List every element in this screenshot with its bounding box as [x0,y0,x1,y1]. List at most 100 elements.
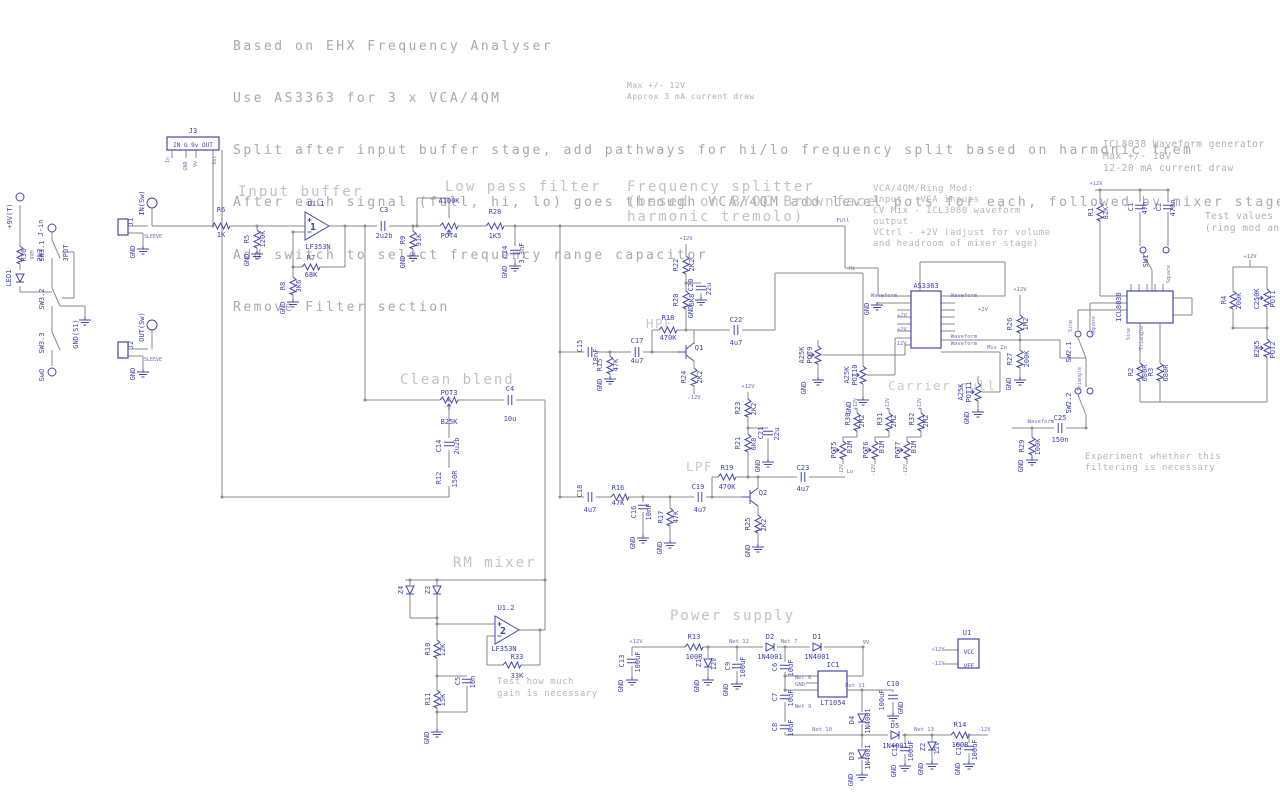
gnd-symbol [430,728,444,738]
component-label: 470n [1169,200,1177,217]
component-label: 82K [1102,206,1110,219]
component-label: GND [847,774,855,787]
component-label: C14 [435,440,443,453]
junction-dot [860,733,864,737]
cap-symbol [887,694,899,700]
component-label: 100uF [878,689,886,710]
gnd-symbol [250,250,264,260]
terminal-circle [1139,246,1147,254]
component-label: 12V [933,741,941,754]
gnd-symbol [730,680,744,690]
component-label: GND [863,303,871,316]
component-label: VEE [964,663,975,670]
component-label: 100R [686,653,704,661]
component-label: 47K [672,510,680,523]
component-label: +12V [679,236,693,242]
component-label: R24 [680,371,688,384]
component-label: U1.2 [498,604,515,612]
component-label: 12-20 mA current draw [1103,163,1234,174]
component-label: Lo [847,469,854,475]
component-label: 1K5 [489,232,502,240]
component-label: 2K2 [696,371,704,384]
wire [51,331,61,351]
junction-dot [363,224,367,228]
terminal-circle [1074,330,1082,338]
component-label: Triangle [1077,367,1083,391]
wire [1077,337,1087,359]
ic-box [166,136,220,151]
component-label: 22u [705,283,713,296]
component-label: LT1054 [820,699,845,707]
gnd-symbol [136,368,150,378]
component-label: Waveform [951,341,978,347]
component-label: 1N4001 [804,653,829,661]
junction-dot [756,475,760,479]
component-label: 2K2 [760,519,768,532]
component-label: -12V [839,464,845,476]
component-label: GND [617,680,625,693]
gnd-symbol [663,539,677,549]
terminal-circle [47,367,57,377]
note-line: Remove Filter section [233,299,450,315]
component-label: IN(Sw) [138,190,146,215]
junction-dot [783,688,787,692]
cap-symbol [507,394,513,406]
component-label: GND [129,246,137,259]
component-label: A100K [438,197,460,205]
component-label: 12K [439,643,447,656]
junction-dot [608,350,612,354]
junction-dot [1084,426,1088,430]
junction-dots-layer [211,188,1269,737]
component-label: Net 11 [845,683,865,689]
component-label: Z4 [397,586,405,594]
component-label: R9 [399,236,407,244]
junction-dot [650,350,654,354]
component-label: 4u7 [584,506,597,514]
junction-dot [903,733,907,737]
junction-dot [706,645,710,649]
component-label: Waveform [871,293,898,299]
component-label: Frequency splitter [627,179,815,195]
component-label: -12V [687,395,701,401]
component-label: 10u [504,415,517,423]
component-label: 47n [1141,202,1149,215]
gnd-symbol [406,252,420,262]
component-label: 3PDT [62,244,70,262]
component-label: R3 [1147,368,1155,376]
gnd-symbol [286,298,300,308]
component-label: 4u7 [631,357,644,365]
component-label: R31 [876,413,884,426]
component-label: R29 [1018,440,1026,453]
component-label: U1.1 [308,200,325,208]
component-label: 2u2b [376,232,393,240]
component-label: 68K [305,271,318,279]
component-label: -12V [893,341,907,347]
component-label: Low pass filter [445,179,601,195]
component-label: R13 [688,633,701,641]
component-label: R15 [596,359,604,372]
component-label: POT5 [830,442,838,459]
component-label: GND [795,682,805,688]
opa-symbol [304,211,330,241]
res-symbol [684,643,704,651]
component-label: R22 [672,259,680,272]
component-label: Input buffer [238,184,363,200]
component-label: GND [183,161,189,170]
cap-symbol [1057,422,1063,434]
component-label: 1 [310,222,316,233]
component-label: AS3363 [913,282,938,290]
gnd-symbol [603,375,617,385]
component-label: C25 [1054,414,1067,422]
gnd-symbol [962,760,976,770]
component-label: GND [963,412,971,425]
wire [51,239,61,259]
component-label: +12V [917,398,923,410]
junction-dot [435,710,439,714]
junction-dot [291,265,295,269]
dio-symbol [890,730,900,740]
component-label: POT10 [851,364,859,385]
component-label: 10uF [787,720,795,737]
cap-symbol [587,491,593,503]
component-label: GND [243,254,251,267]
